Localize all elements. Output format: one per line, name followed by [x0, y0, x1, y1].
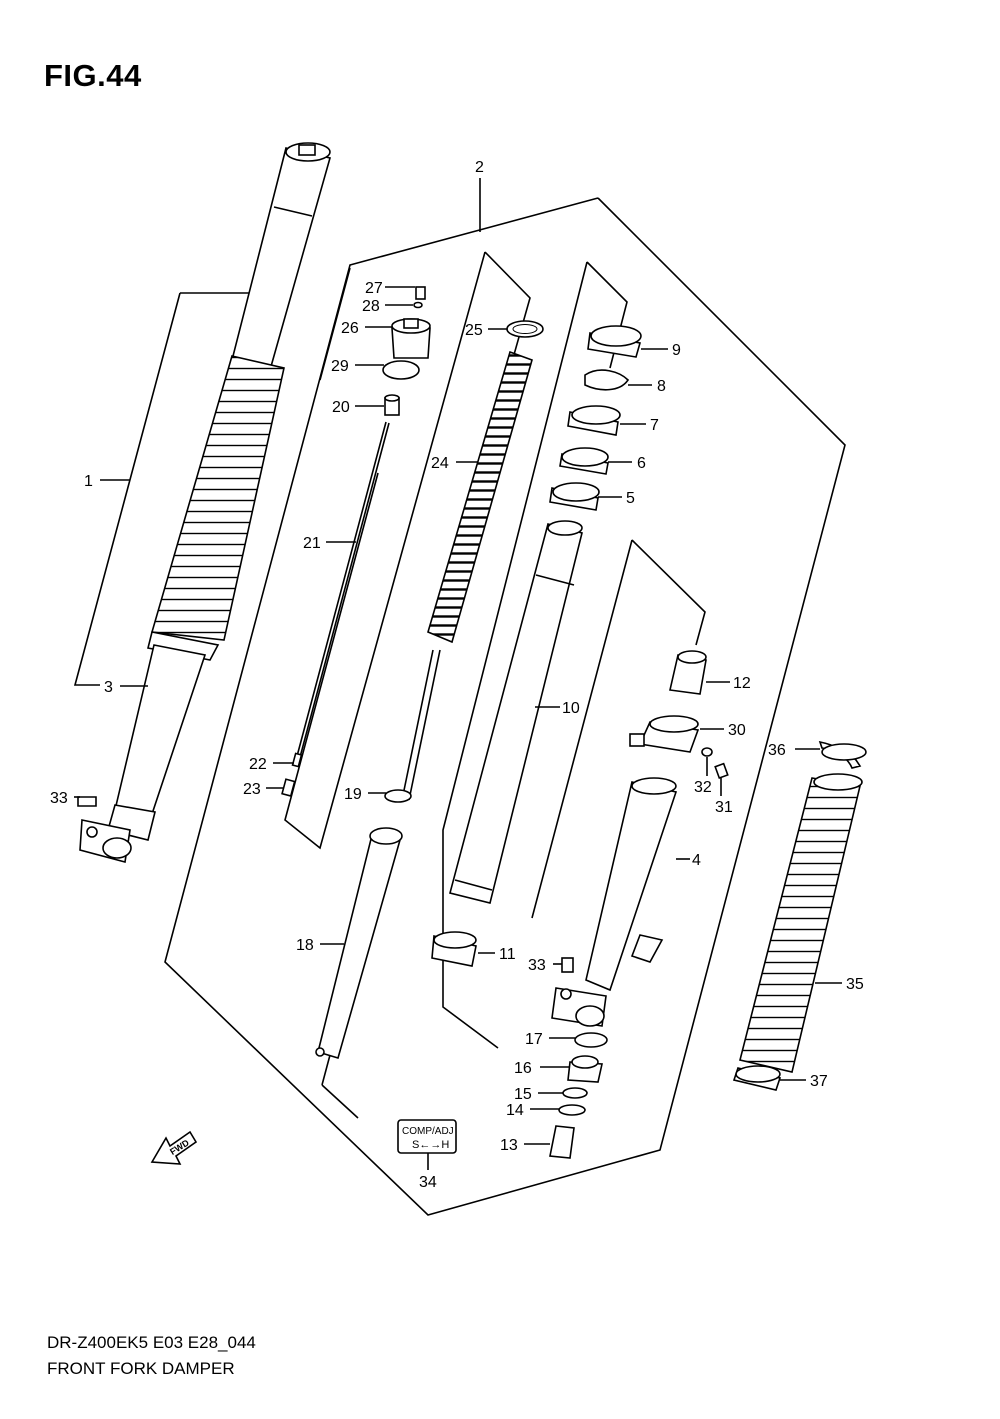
inner-tube-parts: [431, 520, 583, 967]
callout-17: 17: [525, 1031, 543, 1048]
callout-9: 9: [672, 342, 681, 359]
callout-6: 6: [637, 455, 646, 472]
callout-20: 20: [332, 399, 350, 416]
callout-23: 23: [243, 781, 261, 798]
spring-parts: [427, 320, 544, 644]
callout-26: 26: [341, 320, 359, 337]
callout-28: 28: [362, 298, 380, 315]
callout-24: 24: [431, 455, 449, 472]
assembly-outline: [164, 178, 846, 1216]
callout-14: 14: [506, 1102, 524, 1119]
label-34-line2: S←→H: [412, 1139, 449, 1151]
callout-27: 27: [365, 280, 383, 297]
callout-3: 3: [104, 679, 113, 696]
boot-parts: [732, 740, 867, 1091]
callout-2: 2: [475, 159, 484, 176]
label-34-line1: COMP/ADJ: [402, 1126, 454, 1137]
callout-31: 31: [715, 799, 733, 816]
callout-33-left: 33: [50, 790, 68, 807]
callout-29: 29: [331, 358, 349, 375]
figure-title: FIG.44: [44, 58, 142, 93]
callout-22: 22: [249, 756, 267, 773]
seal-ring-parts: [549, 325, 642, 511]
valve-parts: [397, 1032, 608, 1159]
callout-numbers: 1 2 3 4 5 6 7 8 9 10 11 12 13 14 15 16 1…: [50, 159, 864, 1191]
assembled-fork-leg: [77, 142, 331, 864]
callout-4: 4: [692, 852, 701, 869]
callout-15: 15: [514, 1086, 532, 1103]
callout-36: 36: [768, 742, 786, 759]
callout-11: 11: [499, 946, 516, 963]
figure-name: FRONT FORK DAMPER: [47, 1359, 235, 1378]
forward-arrow: FWD: [150, 1130, 198, 1165]
callout-18: 18: [296, 937, 314, 954]
callout-25: 25: [465, 322, 483, 339]
callout-10: 10: [562, 700, 580, 717]
callout-35: 35: [846, 976, 864, 993]
callout-7: 7: [650, 417, 659, 434]
cap-and-rod-parts: [281, 286, 431, 798]
model-code: DR-Z400EK5 E03 E28_044: [47, 1333, 256, 1352]
callout-19: 19: [344, 786, 362, 803]
callout-12: 12: [733, 675, 751, 692]
callout-16: 16: [514, 1060, 532, 1077]
outer-tube-parts: [551, 650, 729, 1027]
callout-30: 30: [728, 722, 746, 739]
cartridge-parts: [315, 649, 441, 1059]
callout-37: 37: [810, 1073, 828, 1090]
leader-lines: [74, 286, 842, 1170]
sub-assembly-brackets: [73, 251, 706, 1119]
callout-13: 13: [500, 1137, 518, 1154]
callout-1: 1: [84, 473, 93, 490]
callout-32: 32: [694, 779, 712, 796]
callout-21: 21: [303, 535, 321, 552]
callout-8: 8: [657, 378, 666, 395]
callout-34: 34: [419, 1174, 437, 1191]
callout-33-right: 33: [528, 957, 546, 974]
callout-5: 5: [626, 490, 635, 507]
